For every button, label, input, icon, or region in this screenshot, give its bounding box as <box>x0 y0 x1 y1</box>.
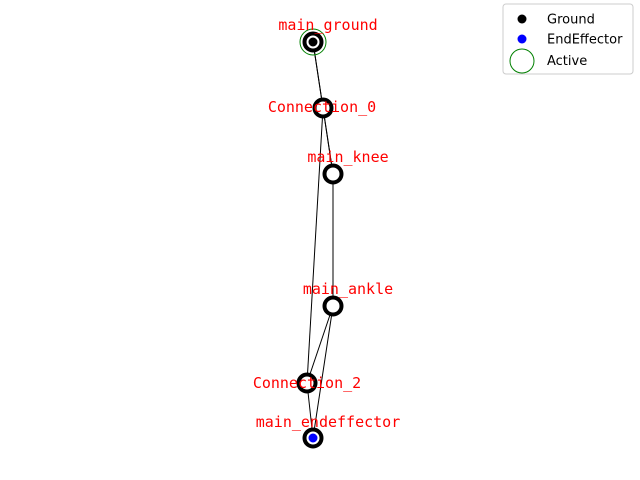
edge-Connection_0-Connection_2 <box>306 107 324 384</box>
node-main_ground-active-ring <box>299 28 327 56</box>
node-main_endeffector-marker <box>307 432 319 444</box>
label-main_knee: main_knee <box>307 148 388 166</box>
legend-endeffector-label: EndEffector <box>547 33 623 48</box>
edge-Connection_0-main_knee <box>322 107 334 175</box>
edge-main_ankle-main_endeffector <box>312 305 334 439</box>
label-main_ground: main_ground <box>278 16 377 34</box>
node-main_knee <box>322 163 344 185</box>
legend: Ground EndEffector Active <box>502 3 634 75</box>
label-main_endeffector: main_endeffector <box>256 413 401 431</box>
edge-layer <box>306 41 334 439</box>
legend-frame <box>502 3 634 75</box>
legend-ground-marker <box>517 14 527 24</box>
node-Connection_2 <box>296 372 318 394</box>
legend-active-marker <box>509 48 535 74</box>
label-main_ankle: main_ankle <box>303 280 393 298</box>
label-Connection_2: Connection_2 <box>253 374 361 392</box>
label-Connection_0: Connection_0 <box>268 98 376 116</box>
node-layer <box>296 28 344 449</box>
legend-active-label: Active <box>547 54 587 69</box>
node-main_ground-marker <box>307 36 319 48</box>
node-Connection_0 <box>312 97 334 119</box>
legend-ground-label: Ground <box>547 13 595 28</box>
edge-main_ankle-Connection_2 <box>306 305 334 384</box>
legend-endeffector-marker <box>517 34 527 44</box>
node-main_ankle <box>322 295 344 317</box>
